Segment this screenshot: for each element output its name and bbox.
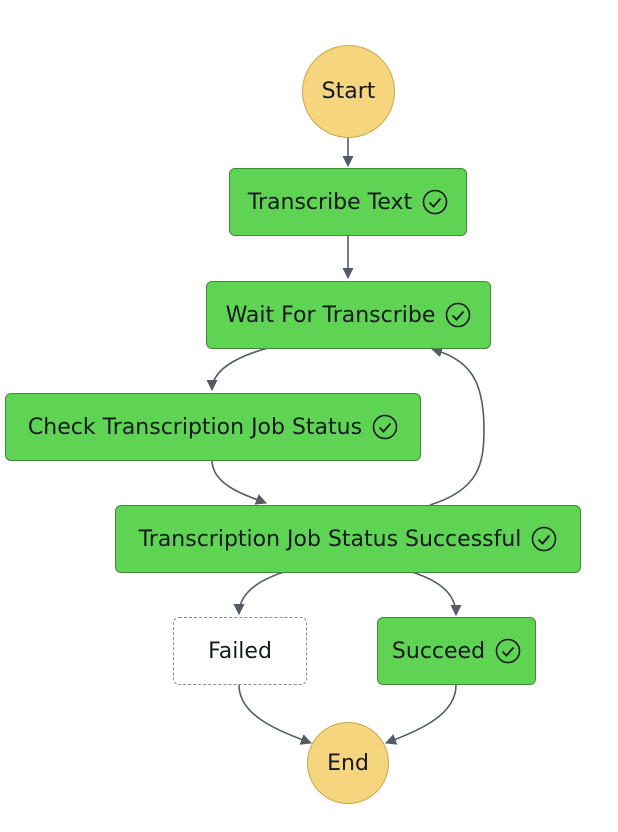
edge-successful-back-to-wait [429, 346, 485, 506]
state-succeed[interactable]: Succeed [377, 617, 536, 685]
state-label: Check Transcription Job Status [27, 414, 363, 440]
check-circle-icon [372, 414, 398, 440]
state-label: Transcription Job Status Successful [138, 526, 522, 552]
state-label: Succeed [391, 638, 486, 664]
check-circle-icon [532, 526, 557, 552]
state-label: Wait For Transcribe [225, 302, 436, 328]
edge-successful-to-failed [233, 571, 285, 616]
state-label: Transcribe Text [247, 189, 413, 215]
end-node[interactable]: End [307, 722, 389, 804]
state-failed[interactable]: Failed [173, 617, 307, 685]
end-label: End [327, 750, 369, 776]
check-circle-icon [422, 189, 448, 215]
edge-succeed-to-end [384, 684, 457, 745]
edge-failed-to-end [238, 684, 313, 745]
start-node[interactable]: Start [302, 45, 395, 138]
state-wait-for-transcribe[interactable]: Wait For Transcribe [206, 281, 491, 349]
check-circle-icon [495, 638, 521, 664]
state-transcribe-text[interactable]: Transcribe Text [229, 168, 467, 236]
edge-check-to-successful [211, 459, 268, 505]
edge-wait-to-check [206, 347, 269, 392]
check-circle-icon [446, 302, 471, 328]
choice-transcription-job-status-successful[interactable]: Transcription Job Status Successful [115, 505, 581, 573]
state-check-transcription-job-status[interactable]: Check Transcription Job Status [5, 393, 421, 461]
start-label: Start [321, 79, 376, 104]
edge-successful-to-succeed [411, 571, 462, 617]
state-label: Failed [208, 638, 272, 664]
